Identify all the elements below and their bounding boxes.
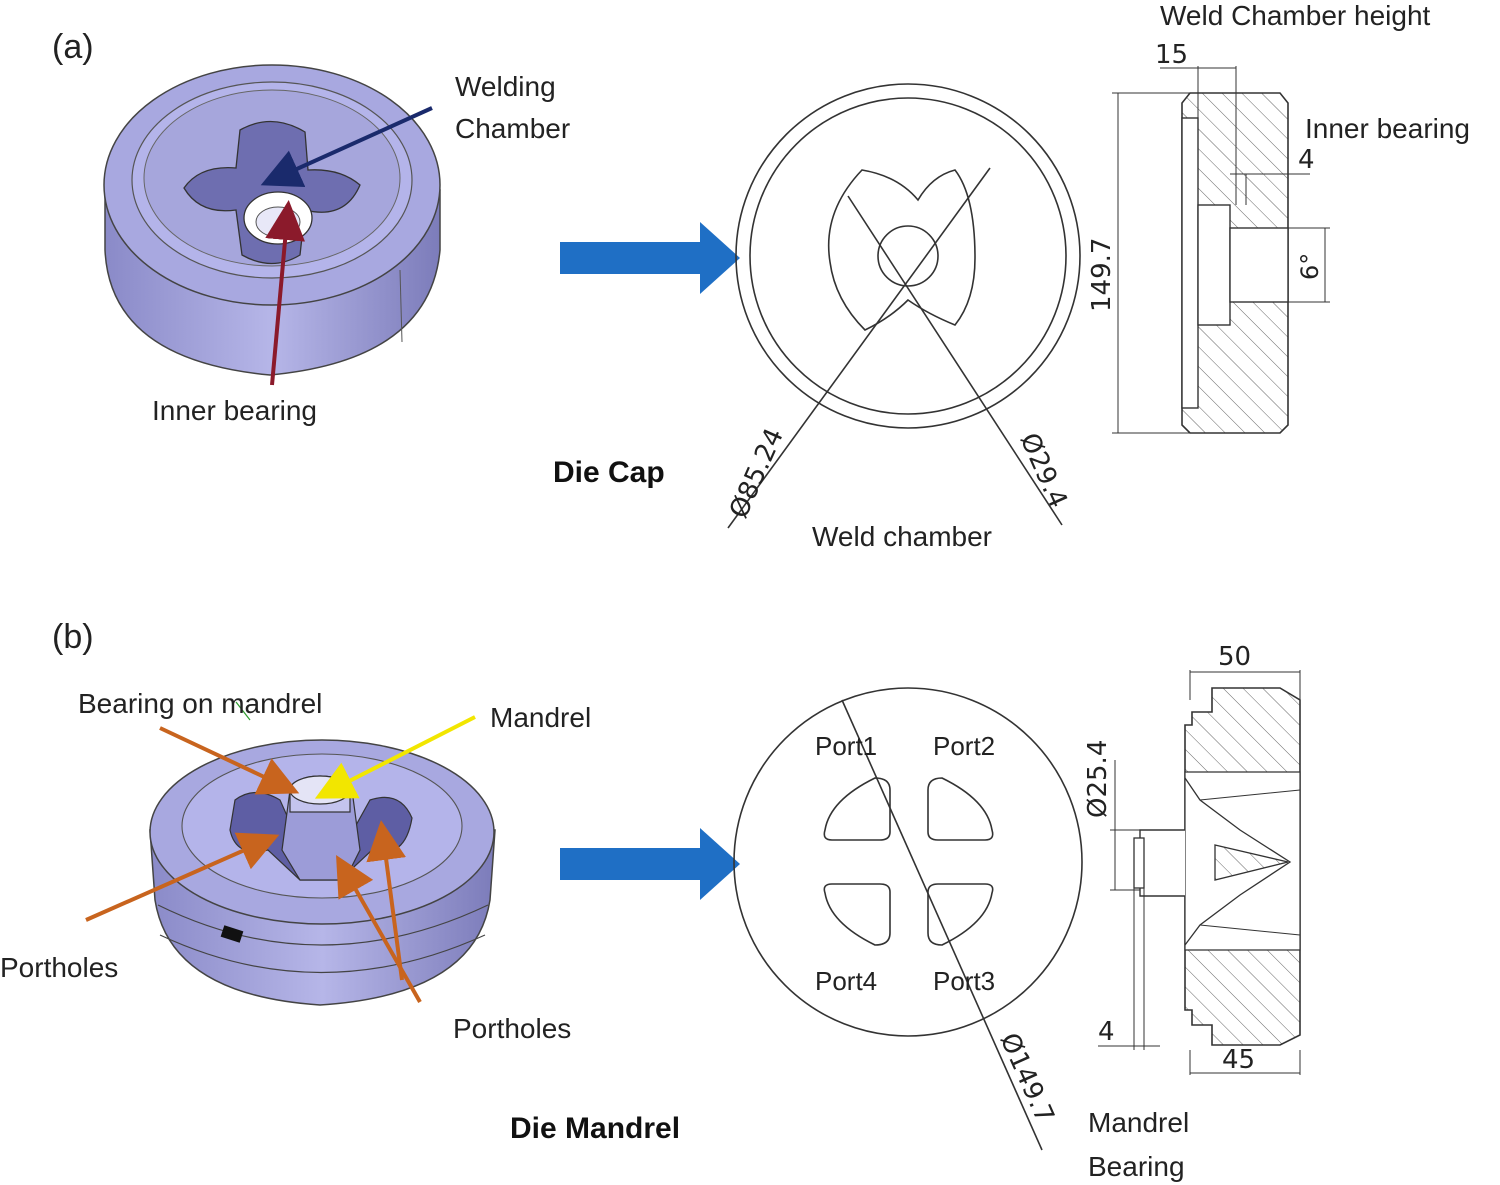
die-mandrel-3d-model: [149, 739, 496, 1006]
portholes-left-arrow: [85, 832, 280, 922]
die-cap-title: Die Cap: [553, 456, 665, 489]
dim-4-top: 4: [1298, 145, 1315, 175]
welding-chamber-label-line1: Welding: [455, 71, 556, 102]
dim-50: 50: [1218, 642, 1251, 672]
die-mandrel-section-view: [1098, 670, 1301, 1075]
panel-a-tag: (a): [52, 28, 94, 66]
dim-dia-29-4: Ø29.4: [1014, 429, 1073, 513]
mandrel-label: Mandrel: [490, 702, 591, 733]
dim-dia-25-4: Ø25.4: [1083, 740, 1113, 818]
bearing-leader-green: [235, 701, 251, 721]
mandrel-bearing-label-line2: Bearing: [1088, 1151, 1185, 1182]
die-cap-3d-model: [103, 64, 441, 376]
dim-dia-85-24: Ø85.24: [724, 424, 790, 523]
mandrel-bearing-label-line1: Mandrel: [1088, 1107, 1189, 1138]
portholes-right-label: Portholes: [453, 1013, 571, 1044]
weld-chamber-height-label: Weld Chamber height: [1160, 0, 1431, 31]
die-cap-front-view: [727, 83, 1081, 529]
mandrel-arrow: [314, 715, 476, 799]
welding-chamber-arrow: [260, 106, 433, 188]
die-mandrel-title: Die Mandrel: [510, 1112, 680, 1145]
dim-15: 15: [1155, 40, 1188, 70]
die-mandrel-front-view: [733, 687, 1083, 1151]
inner-bearing-side-label: Inner bearing: [1305, 113, 1470, 144]
dim-45: 45: [1222, 1045, 1255, 1075]
weld-chamber-label: Weld chamber: [812, 521, 992, 552]
dim-4-bottom: 4: [1098, 1017, 1115, 1047]
die-cap-section-view: [1112, 66, 1330, 434]
panel-b-tag: (b): [52, 618, 94, 656]
portholes-right-arrow-1: [336, 855, 422, 1003]
flow-arrow-a: [560, 222, 740, 294]
port4-label: Port4: [815, 966, 877, 996]
welding-chamber-label-line2: Chamber: [455, 113, 570, 144]
port3-label: Port3: [933, 966, 995, 996]
dim-149-7-side: 149.7: [1087, 238, 1117, 312]
bearing-on-mandrel-arrow: [159, 726, 300, 795]
flow-arrow-b: [560, 828, 740, 900]
inner-bearing-3d-label: Inner bearing: [152, 395, 317, 426]
inner-bearing-arrow: [265, 200, 306, 386]
dim-dia-149-7: Ø149.7: [994, 1029, 1060, 1128]
portholes-right-arrow-2: [366, 820, 407, 981]
port2-label: Port2: [933, 731, 995, 761]
dim-angle-6: 6°: [1296, 253, 1324, 280]
port1-label: Port1: [815, 731, 877, 761]
bearing-on-mandrel-label: Bearing on mandrel: [78, 688, 322, 719]
portholes-left-label: Portholes: [0, 952, 118, 983]
